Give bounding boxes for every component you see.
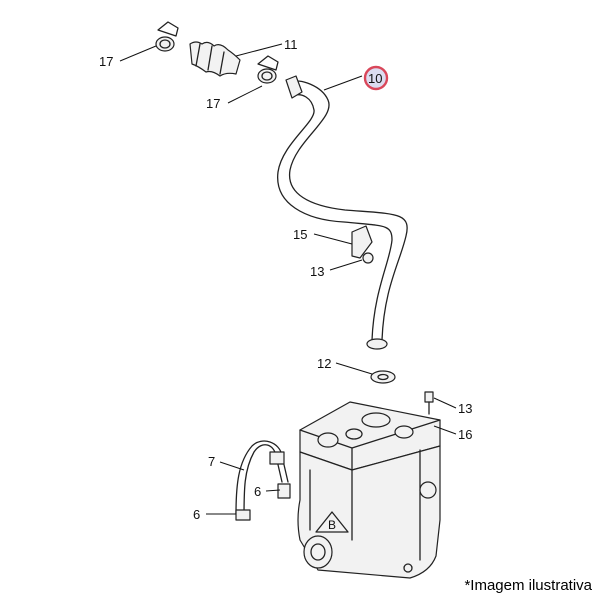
callout-6-upper: 6 xyxy=(254,484,261,499)
oil-line xyxy=(235,440,291,521)
callout-10: 10 xyxy=(368,71,382,86)
callout-7: 7 xyxy=(208,454,215,469)
leader-lines xyxy=(119,43,457,515)
air-compressor xyxy=(297,401,441,579)
coupling-sleeve xyxy=(189,41,241,77)
illustrative-image-caption: *Imagem ilustrativa xyxy=(464,577,592,594)
hose-bracket xyxy=(351,225,374,264)
callout-13-right: 13 xyxy=(458,401,472,416)
air-hose xyxy=(277,75,408,350)
callout-17-lower: 17 xyxy=(206,96,220,111)
hose-clamp-upper xyxy=(155,21,179,52)
callout-11: 11 xyxy=(284,37,298,52)
callout-13-upper: 13 xyxy=(310,264,324,279)
callout-highlight-ring xyxy=(363,65,389,91)
hose-clamp-lower xyxy=(257,55,279,84)
callout-15: 15 xyxy=(293,227,307,242)
sealing-washer xyxy=(370,370,396,384)
callout-16: 16 xyxy=(458,427,472,442)
callout-b-marker: B xyxy=(328,518,336,532)
callout-12: 12 xyxy=(317,356,331,371)
mounting-bolt xyxy=(424,391,434,415)
callout-6-lower: 6 xyxy=(193,507,200,522)
callout-17-upper: 17 xyxy=(99,54,113,69)
